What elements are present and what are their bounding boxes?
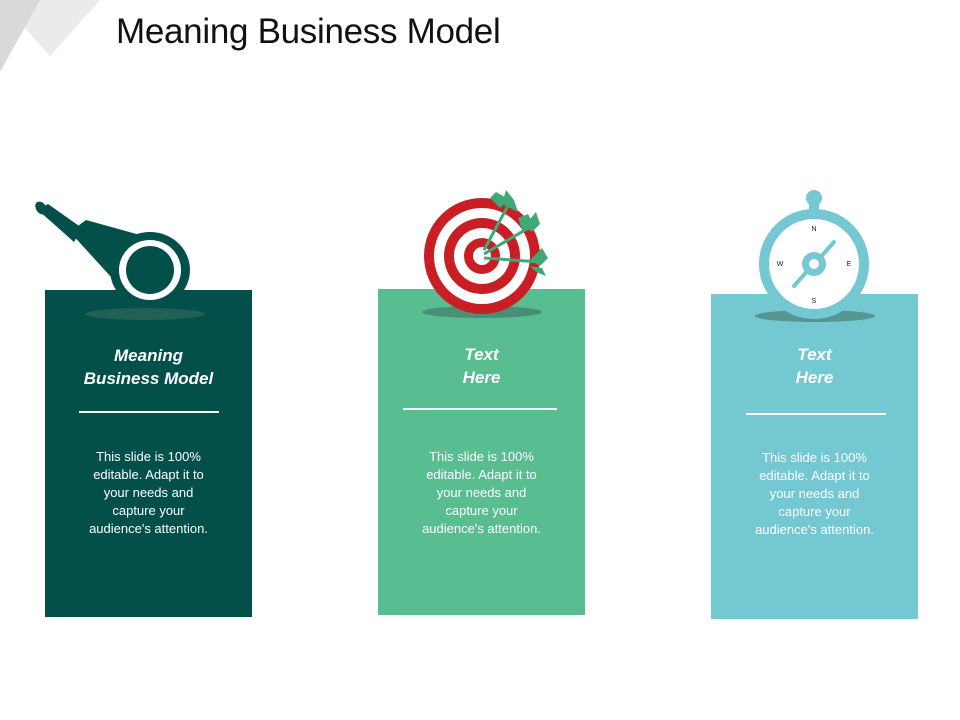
card-2-body-line-3: your needs and (436, 485, 527, 500)
card-1-divider (79, 411, 219, 413)
card-2-body: This slide is 100% editable. Adapt it to… (378, 448, 585, 538)
compass-north-label: N (811, 226, 816, 233)
card-1-body: This slide is 100% editable. Adapt it to… (45, 448, 252, 538)
card-3-heading-line-1: Text (797, 345, 832, 364)
card-2-body-line-1: This slide is 100% (429, 449, 534, 464)
card-2-body-line-5: audience's attention. (422, 521, 541, 536)
card-2-divider (403, 408, 557, 410)
card-2-body-line-4: capture your (445, 503, 518, 518)
compass-south-label: S (812, 298, 817, 305)
card-3-heading-line-2: Here (795, 368, 834, 387)
compass-east-label: E (847, 261, 852, 268)
card-2-heading-line-2: Here (462, 368, 501, 387)
card-3-body-line-3: your needs and (769, 486, 860, 501)
card-1-heading: Meaning Business Model (45, 344, 252, 390)
corner-decoration (0, 0, 100, 72)
card-1-body-line-4: capture your (112, 503, 185, 518)
card-1-body-line-1: This slide is 100% (96, 449, 201, 464)
compass-icon: N E S W (755, 190, 875, 322)
card-3-body: This slide is 100% editable. Adapt it to… (711, 449, 918, 539)
card-3-body-line-2: editable. Adapt it to (759, 468, 870, 483)
card-1: Meaning Business Model This slide is 100… (45, 290, 252, 617)
compass-west-label: W (777, 261, 784, 268)
card-3-heading: Text Here (711, 343, 918, 389)
card-1-body-line-5: audience's attention. (89, 521, 208, 536)
card-3-body-line-5: audience's attention. (755, 522, 874, 537)
slide-title: Meaning Business Model (116, 12, 501, 51)
card-2-body-line-2: editable. Adapt it to (426, 467, 537, 482)
card-2: Text Here This slide is 100% editable. A… (378, 289, 585, 615)
card-2-heading-line-1: Text (464, 345, 499, 364)
telescope-icon (35, 201, 205, 320)
card-3-body-line-4: capture your (778, 504, 851, 519)
card-3-body-line-1: This slide is 100% (762, 450, 867, 465)
card-1-body-line-2: editable. Adapt it to (93, 467, 204, 482)
card-3: Text Here This slide is 100% editable. A… (711, 294, 918, 619)
card-2-heading: Text Here (378, 343, 585, 389)
card-3-divider (746, 413, 886, 415)
target-icon (422, 190, 548, 318)
card-1-body-line-3: your needs and (103, 485, 194, 500)
card-1-heading-line-1: Meaning (114, 346, 183, 365)
card-1-heading-line-2: Business Model (83, 369, 214, 388)
